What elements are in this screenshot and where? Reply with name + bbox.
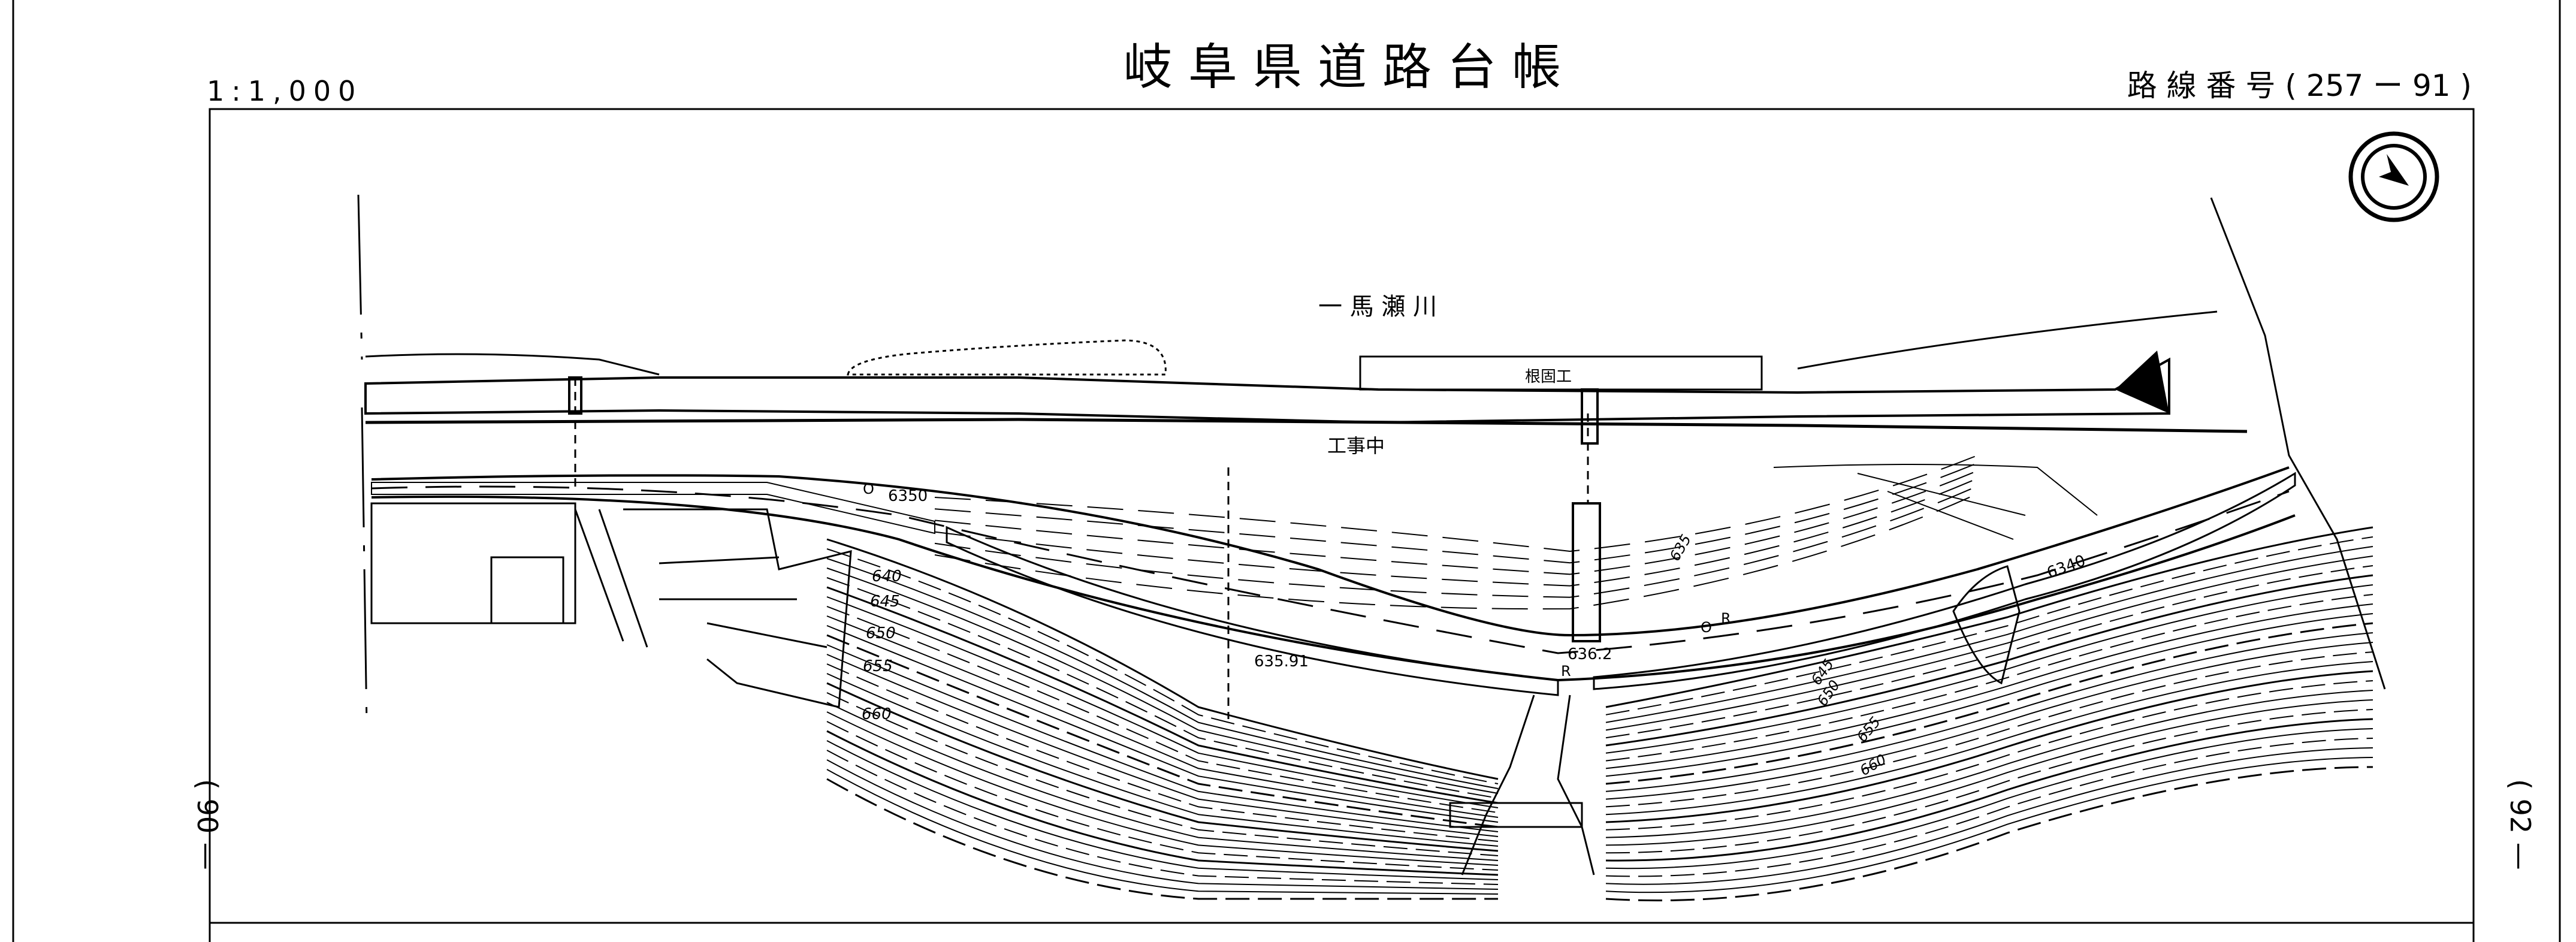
road-retaining-wall-east (1593, 472, 2296, 690)
construction-label: 工事中 (1327, 434, 1385, 457)
contour-line (826, 690, 2373, 861)
contour-line (934, 462, 1978, 564)
contour-line (826, 642, 2373, 837)
road-edge-north (371, 466, 2290, 637)
flat-area-contours (934, 455, 1978, 610)
contour-line (826, 747, 2373, 890)
contour-lines (826, 526, 2373, 902)
contour-label-640: 640 (872, 567, 902, 585)
boundary-line-right (2210, 197, 2386, 690)
road-wall-west (371, 482, 935, 535)
contour-line (826, 766, 2373, 902)
contour-line (826, 651, 2373, 842)
road-elevation-label: 635.91 (1254, 653, 1309, 671)
elevation-label: 6340 (2045, 552, 2088, 582)
contour-line (826, 709, 2373, 871)
river-right-bank (1797, 310, 2218, 370)
vegetation-area (847, 339, 1167, 376)
road-retaining-wall-south (946, 526, 1559, 696)
contour-line (826, 526, 2373, 780)
pipe-marker-west (568, 376, 582, 415)
sheet-title: 岐 阜 県 道 路 台 帳 (1124, 39, 1561, 96)
contour-line (826, 555, 2373, 794)
route-number-label: 路 線 番 号 ( 257 ー 91 ) (2127, 68, 2472, 103)
north-arrow-icon (2348, 131, 2439, 222)
contour-line (826, 757, 2373, 895)
field-grid-west (370, 502, 852, 708)
road-centerline (371, 485, 2290, 654)
next-sheet-ref: ( 92 — (2504, 779, 2536, 870)
contour-line (826, 613, 2373, 823)
road-edge-south (371, 495, 2296, 682)
contour-line (826, 632, 2373, 832)
contour-line (826, 603, 2373, 818)
contour-line (826, 536, 2373, 784)
river-end-wedge (2115, 351, 2169, 413)
contour-line (826, 680, 2373, 856)
contour-line (826, 670, 2373, 852)
boundary-line-left (357, 194, 368, 726)
contour-line (826, 584, 2373, 808)
road-mark: O (1701, 619, 1712, 636)
revetment-label: 根固工 (1525, 368, 1572, 386)
contour-label-655: 655 (863, 657, 893, 675)
sediment-fan (1952, 565, 2021, 685)
culvert-structure (1572, 502, 1601, 642)
contour-line (934, 455, 1978, 552)
river-left-bank (365, 353, 660, 376)
contour-line (826, 718, 2373, 876)
contour-line (826, 661, 2373, 847)
scale-label: 1:1,000 (207, 75, 363, 107)
contour-label-645: 645 (870, 593, 900, 611)
contour-line (826, 699, 2373, 866)
contour-line (826, 622, 2373, 828)
stream-structure (1449, 802, 1583, 828)
road-mark: O (863, 481, 874, 497)
road-mark: R (1721, 610, 1731, 627)
elevation-label: 6350 (888, 487, 928, 505)
road-elevation-label: 636.2 (1568, 645, 1612, 663)
contour-line (826, 728, 2373, 880)
contour-line (934, 493, 1978, 610)
contour-line (826, 574, 2373, 804)
contour-label-660: 660 (862, 705, 892, 723)
river-lower-edge (365, 418, 2248, 433)
previous-sheet-ref: ( 90 — (191, 779, 224, 870)
contour-line (826, 546, 2373, 789)
road-mark: R (1561, 663, 1571, 680)
revetment-outline (1359, 355, 1763, 391)
river-revetment-band (364, 357, 2170, 424)
contour-line (826, 594, 2373, 813)
field-lines-east (1773, 464, 2098, 540)
contour-label-655: 655 (1853, 714, 1884, 745)
contour-line (934, 485, 1978, 598)
contour-line (826, 738, 2373, 885)
contour-line (826, 565, 2373, 799)
river-name-label: 一 馬 瀬 川 (1318, 293, 1437, 321)
culvert-head (1581, 388, 1599, 445)
contour-label-650: 650 (866, 624, 896, 642)
map-frame (209, 108, 2475, 942)
contour-line (934, 478, 1978, 587)
